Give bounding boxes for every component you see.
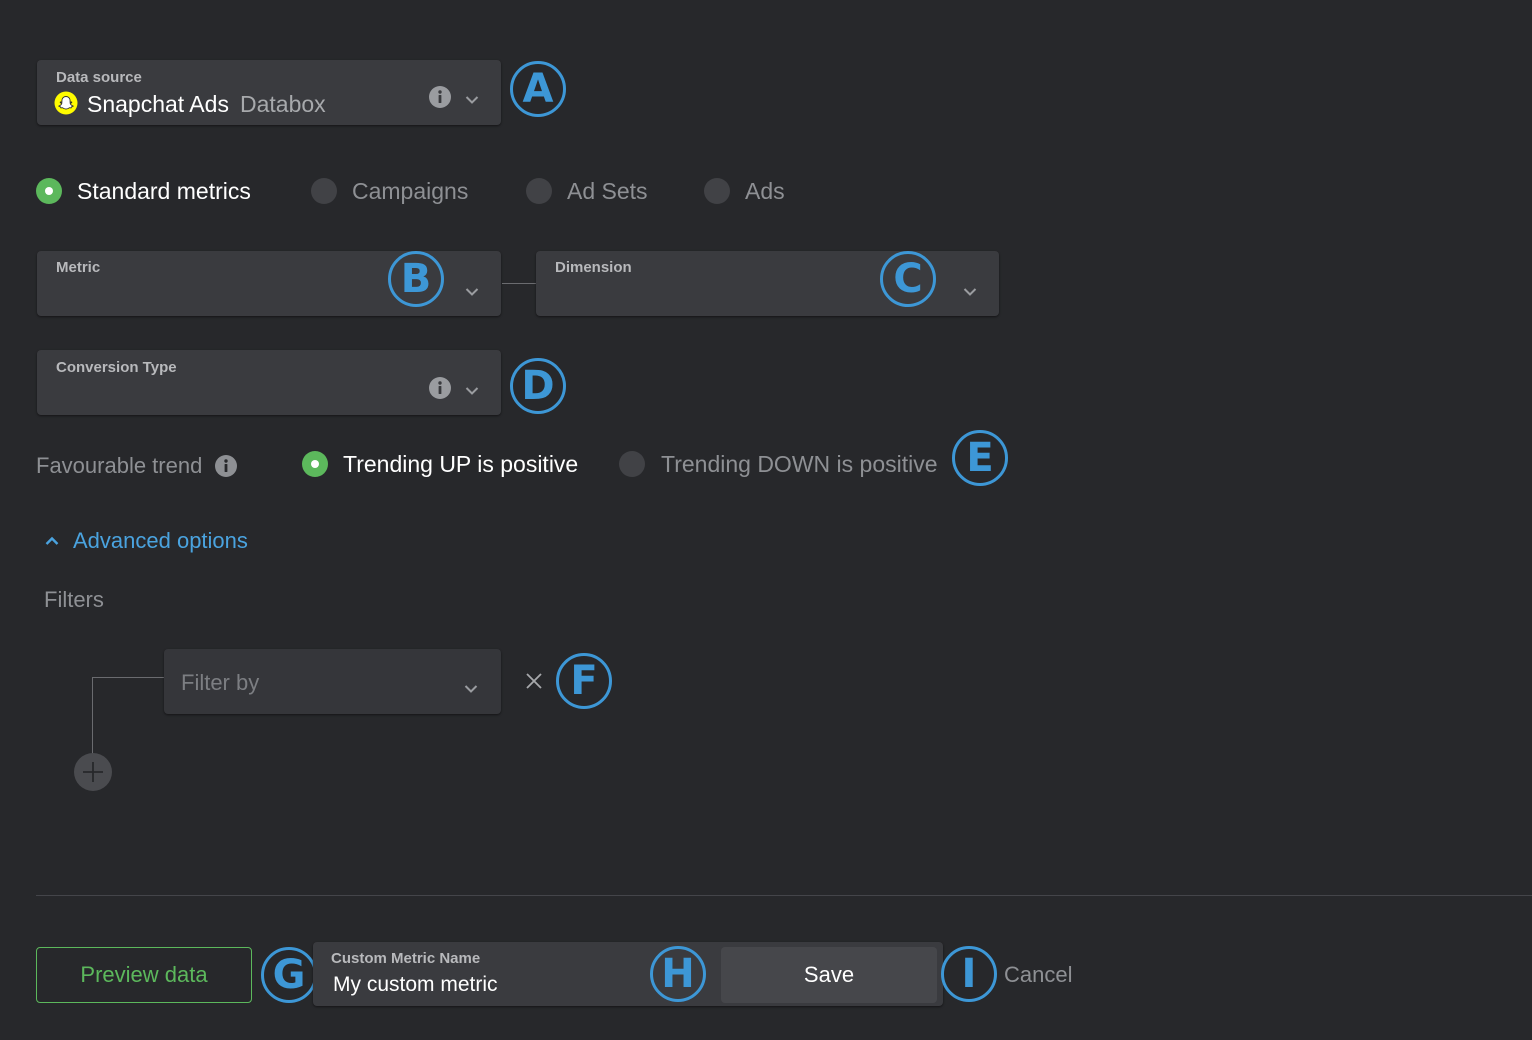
radio-label-ad-sets[interactable]: Ad Sets — [567, 178, 648, 204]
advanced-options-toggle[interactable]: Advanced options — [73, 528, 248, 553]
data-source-label: Data source — [56, 69, 142, 86]
filter-by-select[interactable]: Filter by — [164, 649, 501, 714]
chevron-up-icon[interactable] — [44, 534, 60, 546]
annotation-badge-h: H — [650, 946, 706, 1002]
filter-tree-connector — [92, 677, 93, 754]
radio-ads[interactable] — [704, 178, 730, 204]
preview-data-button[interactable]: Preview data — [36, 947, 252, 1003]
favourable-trend-label: Favourable trend — [36, 453, 203, 478]
chevron-down-icon[interactable] — [465, 92, 479, 104]
chevron-down-icon[interactable] — [963, 284, 977, 296]
add-filter-button[interactable] — [74, 753, 112, 791]
info-icon[interactable] — [429, 377, 451, 399]
custom-metric-name-label: Custom Metric Name — [331, 950, 481, 967]
metric-dimension-connector — [502, 283, 536, 284]
radio-label-campaigns[interactable]: Campaigns — [352, 178, 469, 204]
annotation-badge-f: F — [556, 653, 612, 709]
chevron-down-icon[interactable] — [464, 681, 478, 693]
radio-ad-sets[interactable] — [526, 178, 552, 204]
dimension-label: Dimension — [555, 259, 632, 276]
annotation-badge-d: D — [510, 358, 566, 414]
radio-campaigns[interactable] — [311, 178, 337, 204]
conversion-type-select[interactable]: Conversion Type — [37, 350, 501, 415]
radio-label-trending-down[interactable]: Trending DOWN is positive — [661, 451, 938, 477]
radio-trending-down[interactable] — [619, 451, 645, 477]
metric-label: Metric — [56, 259, 101, 276]
annotation-badge-b: B — [388, 251, 444, 307]
close-icon[interactable] — [525, 672, 543, 690]
annotation-badge-c: C — [880, 251, 936, 307]
annotation-badge-a: A — [510, 61, 566, 117]
plus-icon — [83, 762, 103, 782]
annotation-badge-e: E — [952, 430, 1008, 486]
info-icon[interactable] — [215, 455, 237, 477]
data-source-select[interactable]: Data source Snapchat Ads Databox — [37, 60, 501, 125]
custom-metric-name-value[interactable]: My custom metric — [333, 973, 498, 996]
snapchat-ghost-icon — [54, 91, 78, 115]
radio-trending-up[interactable] — [302, 451, 328, 477]
filter-tree-connector — [92, 677, 164, 678]
radio-label-trending-up[interactable]: Trending UP is positive — [343, 451, 579, 477]
chevron-down-icon[interactable] — [465, 284, 479, 296]
radio-label-standard-metrics[interactable]: Standard metrics — [77, 178, 251, 204]
filters-label: Filters — [44, 587, 104, 612]
radio-label-ads[interactable]: Ads — [745, 178, 785, 204]
annotation-badge-g: G — [261, 947, 317, 1003]
chevron-down-icon[interactable] — [465, 383, 479, 395]
save-button[interactable]: Save — [721, 947, 937, 1003]
footer-divider — [36, 895, 1532, 896]
radio-standard-metrics[interactable] — [36, 178, 62, 204]
filter-by-placeholder: Filter by — [181, 670, 260, 695]
info-icon[interactable] — [429, 86, 451, 108]
annotation-badge-i: I — [941, 946, 997, 1002]
cancel-button[interactable]: Cancel — [1004, 962, 1073, 987]
data-source-name: Snapchat Ads — [87, 91, 229, 117]
conversion-type-label: Conversion Type — [56, 359, 177, 376]
data-source-provider: Databox — [240, 91, 326, 117]
